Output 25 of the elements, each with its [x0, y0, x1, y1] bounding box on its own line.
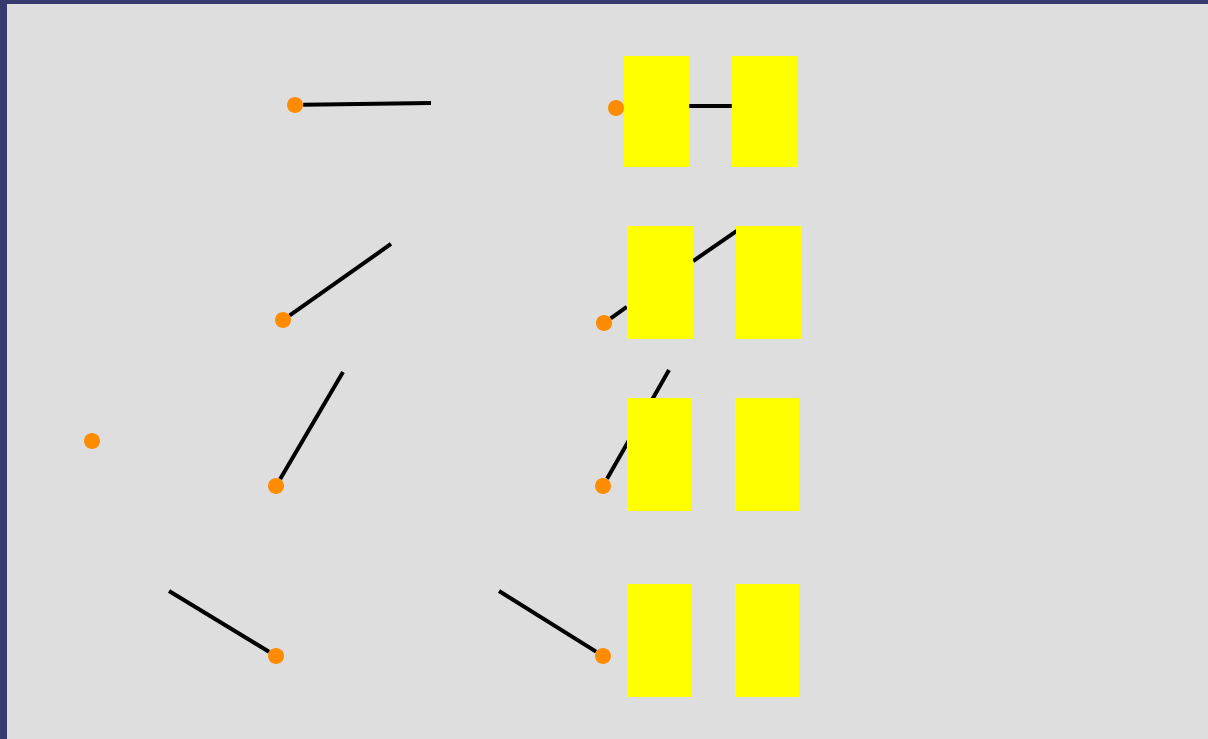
block [732, 56, 797, 167]
line-segment [689, 104, 732, 108]
dot [608, 100, 624, 116]
block [736, 226, 801, 339]
dot [275, 312, 291, 328]
dot [595, 648, 611, 664]
dot [84, 433, 100, 449]
block [627, 226, 693, 339]
dot [595, 478, 611, 494]
dot [596, 315, 612, 331]
line-segment [303, 101, 432, 107]
dot [287, 97, 303, 113]
line-segment [288, 242, 393, 317]
block [735, 584, 799, 697]
line-segment [497, 589, 598, 654]
dot [268, 478, 284, 494]
line-segment [167, 589, 271, 654]
dot [268, 648, 284, 664]
block [624, 56, 689, 167]
line-segment [692, 229, 738, 263]
block [627, 584, 691, 697]
line-segment [609, 305, 628, 320]
line-segment [278, 370, 345, 480]
block [735, 398, 799, 511]
block [627, 398, 691, 511]
